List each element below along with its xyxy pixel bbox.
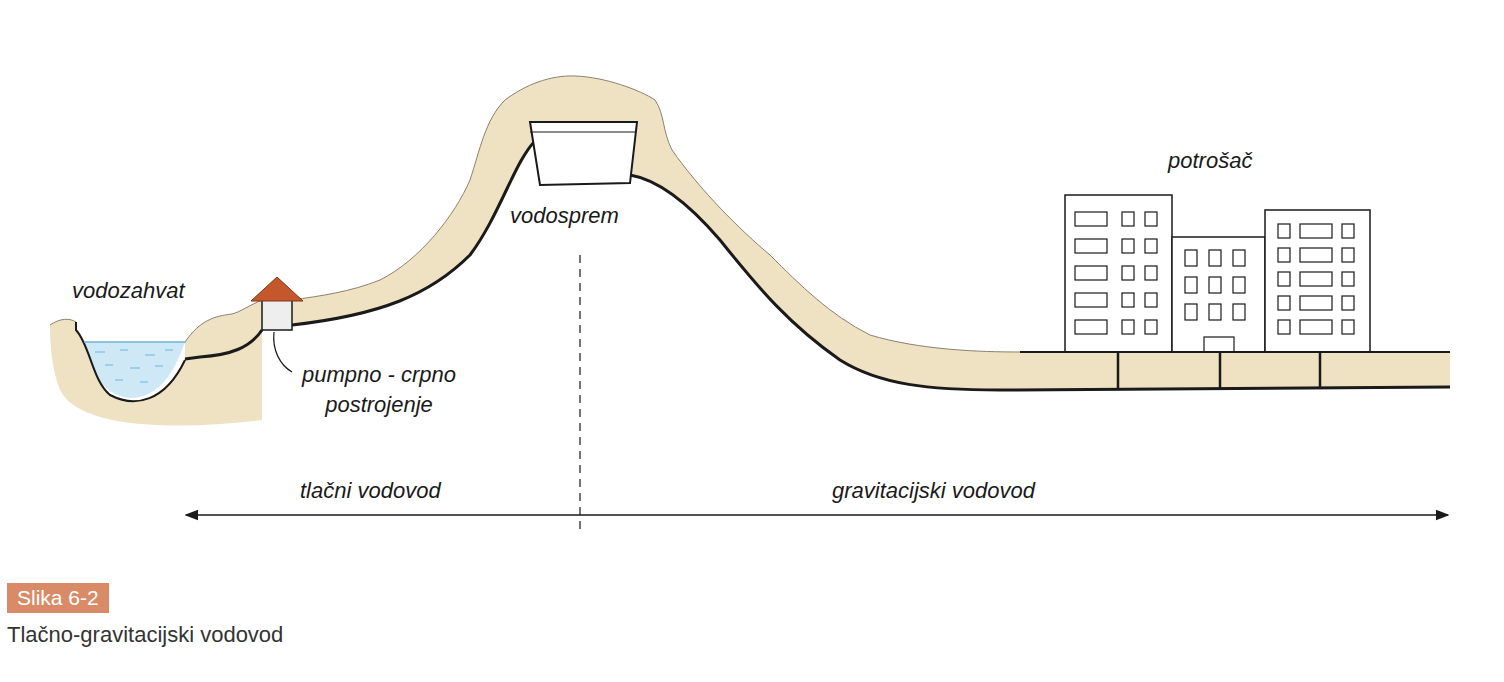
window — [1233, 250, 1245, 266]
divider — [579, 255, 580, 530]
window — [1122, 293, 1134, 307]
windows — [1075, 212, 1354, 334]
pressure-pipe — [292, 140, 536, 325]
window — [1342, 248, 1354, 262]
terrain-outline — [50, 76, 1020, 352]
water — [84, 342, 185, 398]
window — [1300, 320, 1332, 334]
street — [1020, 351, 1450, 353]
window — [1233, 277, 1245, 293]
reservoir-label: vodosprem — [510, 201, 619, 231]
reservoir-rim — [530, 131, 636, 132]
window — [1342, 320, 1354, 334]
window — [1145, 212, 1157, 226]
window — [1278, 272, 1290, 286]
window — [1209, 304, 1221, 320]
section-label: tlačni vodovod — [300, 476, 441, 506]
water-surface — [84, 341, 186, 343]
window — [1145, 293, 1157, 307]
window — [1300, 296, 1332, 310]
window — [1300, 248, 1332, 262]
section-label: gravitacijski vodovod — [832, 476, 1035, 506]
window — [1075, 320, 1107, 334]
window — [1233, 304, 1245, 320]
window — [1278, 296, 1290, 310]
window — [1122, 266, 1134, 280]
window — [1342, 224, 1354, 238]
window — [1278, 224, 1290, 238]
reservoir — [530, 122, 637, 185]
gravity-pipe — [630, 175, 1450, 390]
building — [1172, 237, 1265, 352]
window — [1300, 224, 1332, 238]
terrain — [185, 76, 1450, 390]
intake-label: vodozahvat — [72, 276, 185, 306]
door — [1204, 337, 1234, 352]
window — [1075, 239, 1107, 253]
intake-pit — [76, 322, 185, 401]
window — [1122, 320, 1134, 334]
window — [1185, 304, 1197, 320]
figure-caption: Tlačno-gravitacijski vodovod — [7, 622, 283, 648]
water-ripples — [95, 350, 173, 382]
window — [1122, 212, 1134, 226]
window — [1209, 250, 1221, 266]
window — [1185, 250, 1197, 266]
building — [1265, 210, 1370, 352]
window — [1342, 272, 1354, 286]
building — [1065, 195, 1172, 352]
window — [1300, 272, 1332, 286]
extent-arrow — [186, 514, 1448, 516]
window — [1145, 239, 1157, 253]
window — [1075, 212, 1107, 226]
suction-pipe — [185, 330, 262, 359]
window — [1075, 293, 1107, 307]
figure-number: Slika 6-2 — [7, 583, 109, 613]
window — [1122, 239, 1134, 253]
window — [1209, 277, 1221, 293]
house-connections — [1118, 352, 1320, 388]
pump-label: pumpno - crpno postrojenje — [288, 360, 470, 420]
pump-house — [262, 300, 292, 330]
leader-line — [274, 332, 292, 372]
window — [1342, 296, 1354, 310]
window — [1145, 320, 1157, 334]
window — [1185, 277, 1197, 293]
window — [1145, 266, 1157, 280]
window — [1278, 248, 1290, 262]
window — [1075, 266, 1107, 280]
window — [1278, 320, 1290, 334]
consumer-label: potrošač — [1168, 146, 1252, 176]
pump-roof — [251, 277, 303, 301]
